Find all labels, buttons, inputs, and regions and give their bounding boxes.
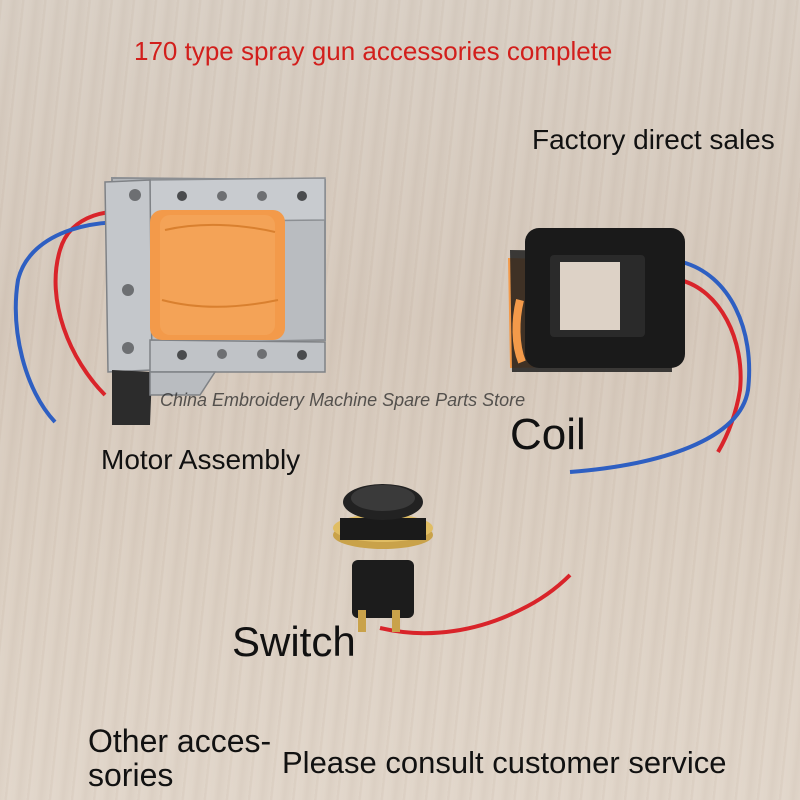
switch-image [333, 484, 572, 636]
switch-label: Switch [232, 618, 356, 665]
store-watermark: China Embroidery Machine Spare Parts Sto… [160, 390, 526, 410]
coil-wire-red [679, 278, 743, 454]
coil-label: Coil [510, 410, 586, 459]
switch-wire-red [379, 573, 572, 636]
motor-assembly-label: Motor Assembly [101, 444, 301, 475]
factory-direct-sales-label: Factory direct sales [532, 124, 775, 155]
coil-image [508, 228, 752, 474]
motor-assembly-image [13, 176, 326, 425]
motor-wire-blue [13, 220, 156, 424]
other-accessories-label: Other acces-sories [88, 723, 272, 793]
consult-service-label: Please consult customer service [282, 745, 727, 780]
page-title: 170 type spray gun accessories complete [134, 36, 613, 66]
coil-wire-blue [569, 260, 752, 474]
